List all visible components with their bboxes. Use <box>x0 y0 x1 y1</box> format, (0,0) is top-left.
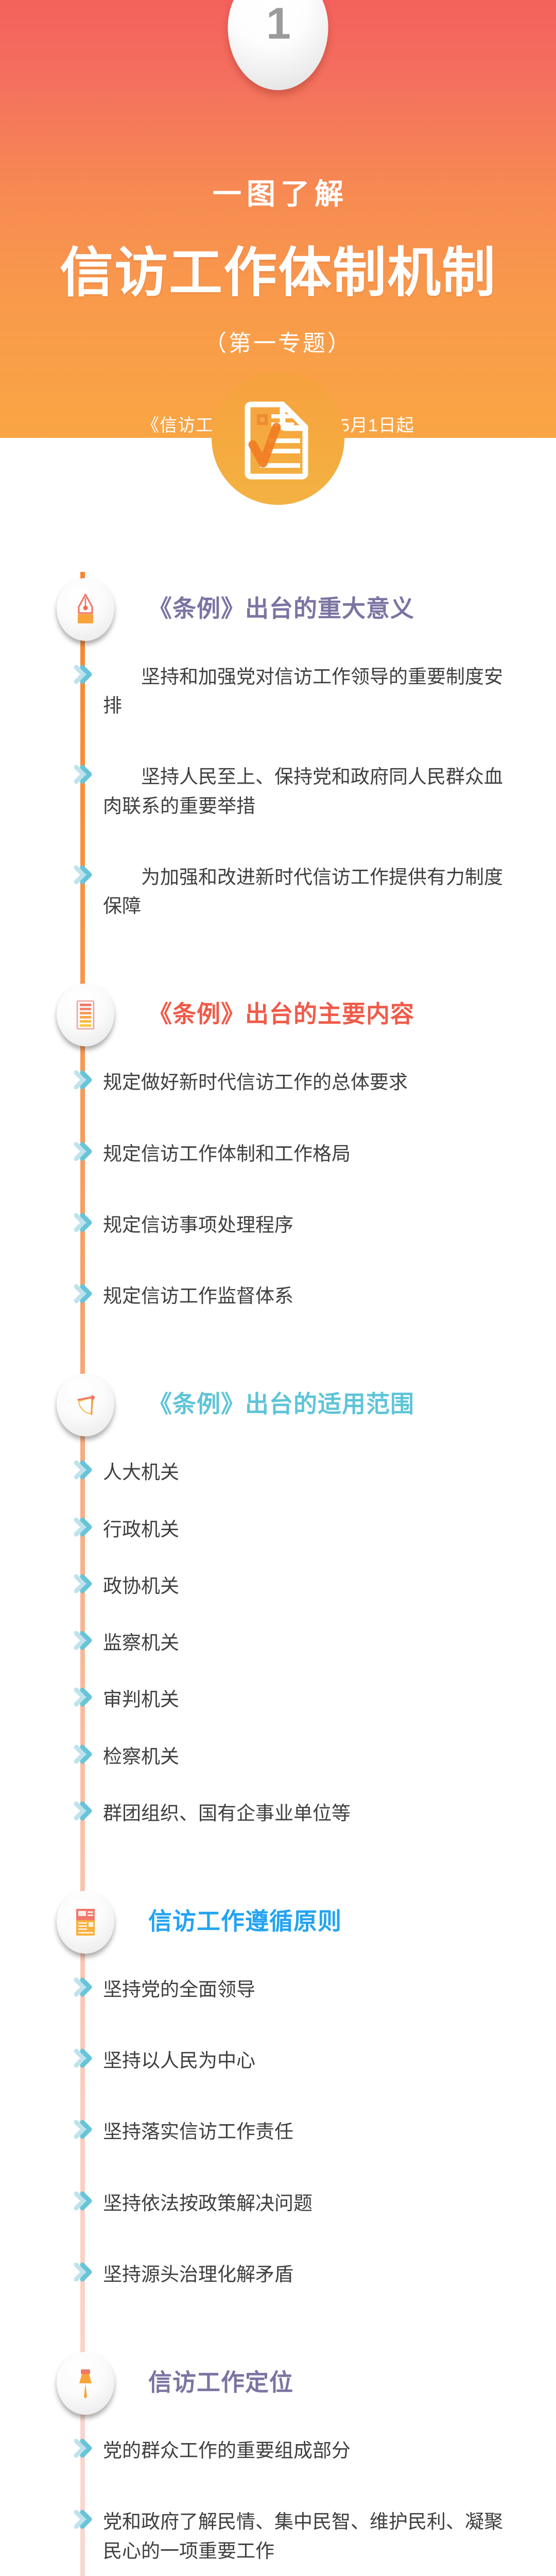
compass-protractor-icon <box>57 1374 114 1437</box>
pen-nib-icon <box>57 578 114 641</box>
chevron-right-icon <box>74 665 93 684</box>
list-item-text: 群团组织、国有企事业单位等 <box>103 1802 351 1824</box>
section-5-header: 信访工作定位 <box>0 2346 556 2416</box>
section-1-header: 《条例》出台的重大意义 <box>0 572 556 642</box>
list-item-text: 监察机关 <box>103 1632 179 1654</box>
list-item: 坚持人民至上、保持党和政府同人民群众血肉联系的重要举措 <box>0 755 556 827</box>
section-5-items: 党的群众工作的重要组成部分 党和政府了解民情、集中民智、维护民利、凝聚民心的一项… <box>0 2429 556 2576</box>
list-item-text: 规定做好新时代信访工作的总体要求 <box>103 1072 408 1093</box>
section-3-title: 《条例》出台的适用范围 <box>148 1391 414 1418</box>
list-item-text: 党和政府了解民情、集中民智、维护民利、凝聚民心的一项重要工作 <box>103 2511 503 2562</box>
chevron-right-icon <box>74 2191 93 2211</box>
list-item-text: 审判机关 <box>103 1689 179 1710</box>
list-item: 党和政府了解民情、集中民智、维护民利、凝聚民心的一项重要工作 <box>0 2500 556 2572</box>
list-item-text: 规定信访工作体制和工作格局 <box>103 1143 351 1164</box>
timeline-rail <box>80 572 85 2576</box>
document-check-icon <box>245 401 308 480</box>
list-item: 规定信访工作监督体系 <box>0 1275 556 1318</box>
list-item-text: 坚持党的全面领导 <box>103 1978 255 2000</box>
list-item: 监察机关 <box>0 1621 556 1665</box>
topic-number-badge: 1 <box>228 0 328 90</box>
list-item: 坚持源头治理化解矛盾 <box>0 2253 556 2296</box>
section-4-header: 信访工作遵循原则 <box>0 1885 556 1955</box>
chevron-right-icon <box>74 765 93 784</box>
list-item: 检察机关 <box>0 1735 556 1778</box>
chevron-right-icon <box>74 2120 93 2139</box>
list-item: 规定做好新时代信访工作的总体要求 <box>0 1061 556 1104</box>
hero-kicker: 一图了解 <box>213 178 349 210</box>
list-item-text: 为加强和改进新时代信访工作提供有力制度保障 <box>103 866 503 917</box>
chevron-right-icon <box>74 1142 93 1161</box>
list-item-text: 坚持和加强党对信访工作领导的重要制度安排 <box>103 666 503 717</box>
section-2: 《条例》出台的主要内容 规定做好新时代信访工作的总体要求 <box>0 977 556 1367</box>
section-1-title: 《条例》出台的重大意义 <box>148 595 414 622</box>
list-document-icon <box>57 984 114 1047</box>
list-item-text: 规定信访工作监督体系 <box>103 1285 293 1307</box>
chevron-right-icon <box>74 1977 93 1997</box>
list-item: 规定信访工作体制和工作格局 <box>0 1132 556 1176</box>
list-item: 审判机关 <box>0 1678 556 1721</box>
chevron-right-icon <box>74 1631 93 1650</box>
chevron-right-icon <box>74 1801 93 1821</box>
hero-banner: 1 一图了解 信访工作体制机制 （第一专题） 《信访工作条例》自今年5月1日起 … <box>0 0 556 438</box>
list-item: 政协机关 <box>0 1565 556 1608</box>
chevron-right-icon <box>74 1284 93 1303</box>
chevron-right-icon <box>74 1744 93 1764</box>
hero-subtitle: （第一专题） <box>204 331 352 356</box>
section-3-header: 《条例》出台的适用范围 <box>0 1367 556 1437</box>
list-item: 党的群众工作的重要组成部分 <box>0 2429 556 2472</box>
list-item-text: 坚持落实信访工作责任 <box>103 2121 293 2143</box>
chevron-right-icon <box>74 1687 93 1707</box>
section-3: 《条例》出台的适用范围 人大机关 <box>0 1367 556 1885</box>
document-icon-circle <box>212 372 344 505</box>
list-item: 为加强和改进新时代信访工作提供有力制度保障 <box>0 856 556 928</box>
section-5: 信访工作定位 党的群众工作的重要组成部分 <box>0 2346 556 2576</box>
section-4-items: 坚持党的全面领导 坚持以人民为中心 <box>0 1968 556 2296</box>
list-item-text: 坚持人民至上、保持党和政府同人民群众血肉联系的重要举措 <box>103 766 503 817</box>
chevron-right-icon <box>74 865 93 885</box>
chevron-right-icon <box>74 2262 93 2282</box>
section-5-title: 信访工作定位 <box>148 2369 293 2396</box>
timeline: 《条例》出台的重大意义 坚持和加强党对信访工作领导的重要制度安排 <box>0 572 556 2576</box>
list-item: 坚持以人民为中心 <box>0 2039 556 2082</box>
list-item: 坚持党的全面领导 <box>0 1968 556 2011</box>
section-2-title: 《条例》出台的主要内容 <box>148 1001 414 1028</box>
list-item: 坚持和加强党对信访工作领导的重要制度安排 <box>0 655 556 727</box>
list-item-text: 坚持以人民为中心 <box>103 2050 255 2072</box>
list-item-text: 检察机关 <box>103 1745 179 1767</box>
list-item-text: 行政机关 <box>103 1518 179 1540</box>
section-1: 《条例》出台的重大意义 坚持和加强党对信访工作领导的重要制度安排 <box>0 572 556 977</box>
chevron-right-icon <box>74 2438 93 2458</box>
list-item-text: 党的群众工作的重要组成部分 <box>103 2440 351 2462</box>
list-item-text: 坚持源头治理化解矛盾 <box>103 2263 293 2285</box>
document-icon-section <box>0 372 556 572</box>
chevron-right-icon <box>74 1574 93 1594</box>
section-3-items: 人大机关 行政机关 <box>0 1451 556 1835</box>
topic-number: 1 <box>266 0 291 48</box>
page-title: 信访工作体制机制 <box>59 243 496 303</box>
chevron-right-icon <box>74 1070 93 1090</box>
chevron-right-icon <box>74 2048 93 2068</box>
list-item: 群团组织、国有企事业单位等 <box>0 1792 556 1835</box>
list-item: 行政机关 <box>0 1508 556 1551</box>
push-pin-icon <box>57 2352 114 2415</box>
section-4: 信访工作遵循原则 坚持党的全面领导 <box>0 1885 556 2346</box>
list-item-text: 坚持依法按政策解决问题 <box>103 2192 312 2214</box>
list-item: 坚持落实信访工作责任 <box>0 2110 556 2154</box>
newspaper-icon <box>57 1890 114 1954</box>
chevron-right-icon <box>74 1460 93 1480</box>
section-2-items: 规定做好新时代信访工作的总体要求 规定信访工作体制和工作格局 <box>0 1061 556 1318</box>
chevron-right-icon <box>74 2510 93 2529</box>
list-item: 坚持依法按政策解决问题 <box>0 2182 556 2225</box>
list-item-text: 规定信访事项处理程序 <box>103 1214 293 1235</box>
section-4-title: 信访工作遵循原则 <box>148 1907 342 1935</box>
section-1-items: 坚持和加强党对信访工作领导的重要制度安排 坚持人民至上、保持党和政府同人民群众血… <box>0 655 556 928</box>
section-2-header: 《条例》出台的主要内容 <box>0 977 556 1047</box>
list-item: 人大机关 <box>0 1451 556 1494</box>
chevron-right-icon <box>74 1213 93 1232</box>
list-item-text: 人大机关 <box>103 1462 179 1483</box>
list-item-text: 政协机关 <box>103 1575 179 1597</box>
chevron-right-icon <box>74 1517 93 1537</box>
list-item: 规定信访事项处理程序 <box>0 1204 556 1247</box>
